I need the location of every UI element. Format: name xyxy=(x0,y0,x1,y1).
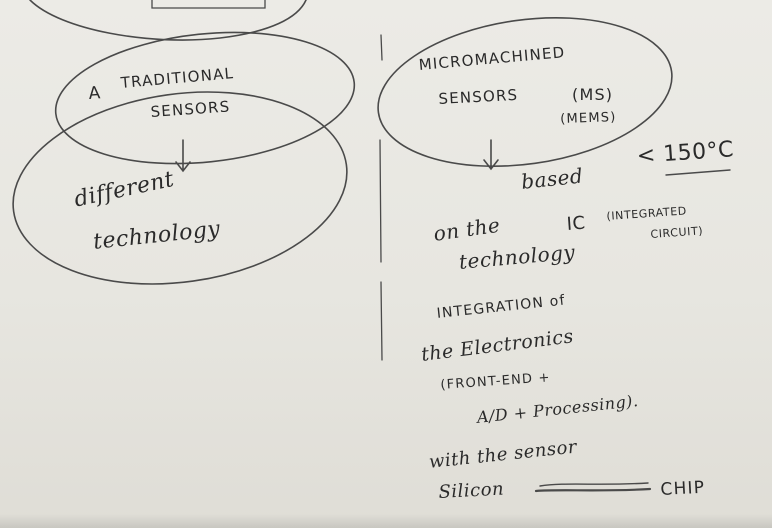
divider-line xyxy=(379,34,383,361)
temp-underline xyxy=(665,169,731,176)
micromachined-ellipse xyxy=(377,16,673,168)
arrow-right xyxy=(483,139,499,171)
page-edge-shadow xyxy=(0,514,772,528)
large-left-ellipse xyxy=(12,91,348,285)
arrow-left xyxy=(175,139,191,173)
top-box-fragment xyxy=(151,0,266,9)
left-heading-marker: A xyxy=(88,83,103,104)
top-ellipse xyxy=(29,0,307,41)
right-ic: IC xyxy=(566,212,587,235)
right-chip: CHIP xyxy=(660,477,706,500)
right-silicon: Silicon xyxy=(438,478,505,503)
traditional-ellipse xyxy=(54,31,356,165)
right-abbr-ms: (MS) xyxy=(572,85,614,104)
strikethrough xyxy=(534,487,652,493)
right-abbr-mems: (MEMS) xyxy=(560,110,617,127)
